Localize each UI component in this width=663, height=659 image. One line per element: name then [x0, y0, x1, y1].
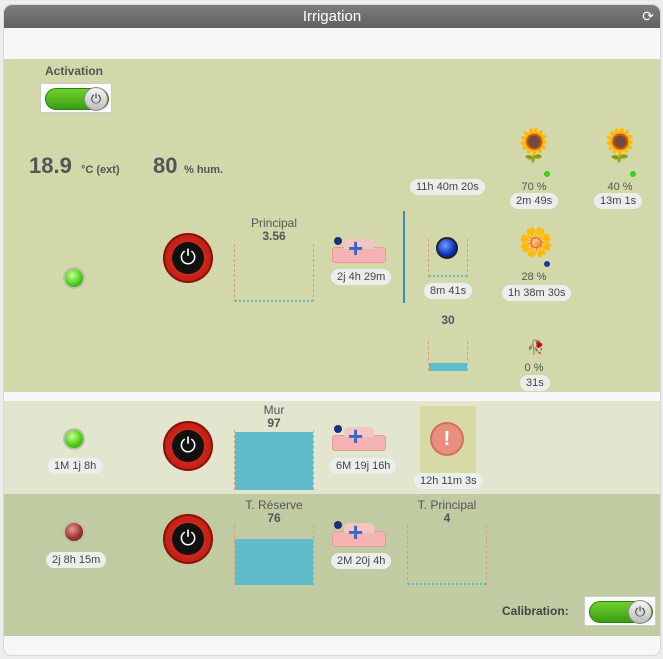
flower-icon-1: 🌻 — [514, 127, 554, 163]
calibration-toggle[interactable]: ⏻ — [584, 596, 656, 626]
tprincipal-value: 4 — [443, 511, 451, 525]
small-tank — [428, 341, 468, 371]
reserve-led-time: 2j 8h 15m — [46, 552, 107, 568]
widget-title: Irrigation — [302, 8, 362, 25]
water-level — [235, 432, 313, 490]
status-dot-3 — [544, 261, 550, 267]
divider-line — [403, 211, 405, 303]
water-level — [235, 299, 313, 302]
power-icon: ⏻ — [84, 87, 108, 111]
activation-toggle[interactable]: ⏻ — [40, 83, 112, 113]
mur-tank — [234, 430, 314, 490]
water-level — [408, 582, 486, 585]
power-icon: ⏻ — [172, 523, 204, 555]
flower-icon-2: 🌻 — [600, 127, 640, 163]
water-level — [429, 274, 467, 277]
valve-timer: 8m 41s — [424, 283, 473, 299]
principal-title: Principal — [250, 216, 298, 230]
section-principal — [4, 59, 660, 392]
humidity-unit: % hum. — [184, 164, 224, 176]
plant-2-time: 13m 1s — [594, 193, 643, 209]
power-icon: ⏻ — [628, 600, 652, 624]
principal-top-timer: 11h 40m 20s — [410, 179, 485, 195]
wilted-flower-icon: 🥀 — [527, 339, 545, 355]
tprincipal-title: T. Principal — [417, 498, 477, 512]
mur-value: 97 — [267, 416, 281, 430]
reserve-pump-time: 2M 20j 4h — [331, 553, 392, 569]
valve-tank — [428, 239, 468, 277]
irrigation-widget: Irrigation ⟳ Activation ⏻ 18.9 °C (ext) … — [3, 4, 661, 656]
principal-tank — [234, 244, 314, 302]
plant-1-percent: 70 % — [521, 181, 547, 193]
pump-icon-reserve: + — [332, 519, 386, 547]
mur-title: Mur — [263, 403, 285, 417]
status-dot-1 — [544, 171, 550, 177]
water-level — [429, 363, 467, 371]
small-tank-value: 30 — [441, 313, 455, 327]
activation-label: Activation — [44, 64, 103, 78]
flower-icon-3: 🌼 — [518, 227, 554, 258]
alert-box: ! — [420, 406, 476, 476]
temperature-value: 18.9 — [29, 153, 72, 178]
reserve-title: T. Réserve — [245, 498, 303, 512]
temperature-unit: °C (ext) — [81, 164, 120, 176]
water-level — [235, 539, 313, 585]
mur-alert-time: 12h 11m 3s — [414, 473, 483, 489]
principal-value: 3.56 — [262, 229, 286, 243]
plant-4-time: 31s — [520, 375, 550, 391]
calibration-label: Calibration: — [502, 604, 569, 618]
pump-icon-principal: + — [332, 235, 386, 263]
plant-2-percent: 40 % — [607, 181, 633, 193]
principal-pump-time: 2j 4h 29m — [331, 269, 392, 285]
humidity-value: 80 — [153, 153, 178, 178]
status-led-reserve — [63, 521, 85, 543]
plant-3-percent: 28 % — [521, 271, 547, 283]
plant-3-time: 1h 38m 30s — [502, 285, 572, 301]
power-button-reserve[interactable]: ⏻ — [163, 514, 213, 564]
tprincipal-tank — [407, 525, 487, 585]
plant-4-percent: 0 % — [524, 362, 544, 374]
pump-icon-mur: + — [332, 423, 386, 451]
reserve-value: 76 — [267, 511, 281, 525]
widget-header: Irrigation ⟳ — [4, 5, 660, 28]
power-icon: ⏻ — [172, 430, 204, 462]
power-icon: ⏻ — [172, 242, 204, 274]
mur-led-time: 1M 1j 8h — [48, 458, 103, 474]
plant-1-time: 2m 49s — [510, 193, 559, 209]
mur-pump-time: 6M 19j 16h — [330, 458, 397, 474]
power-button-mur[interactable]: ⏻ — [163, 421, 213, 471]
reserve-tank — [234, 525, 314, 585]
status-led-principal — [63, 267, 85, 289]
status-dot-2 — [630, 171, 636, 177]
alert-icon: ! — [430, 422, 464, 456]
valve-ball-icon — [436, 237, 458, 259]
power-button-principal[interactable]: ⏻ — [163, 233, 213, 283]
refresh-icon[interactable]: ⟳ — [642, 8, 654, 24]
status-led-mur — [63, 428, 85, 450]
